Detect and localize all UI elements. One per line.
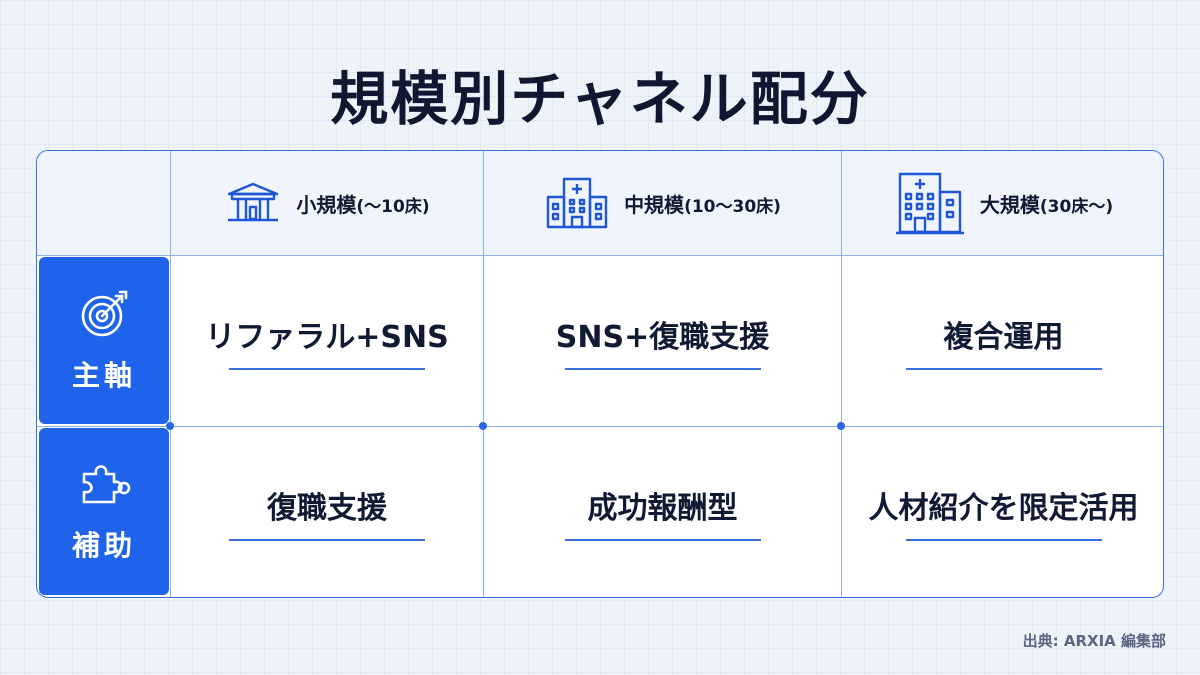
grid-dot bbox=[166, 422, 174, 430]
grid-dot bbox=[479, 422, 487, 430]
small-building-icon bbox=[224, 181, 282, 225]
column-header-label: 小規模 bbox=[296, 192, 357, 217]
cell-underline bbox=[564, 539, 761, 541]
source-credit: 出典: ARXIA 編集部 bbox=[1022, 632, 1166, 650]
channel-table: 小規模(〜10床) 中規模(10〜30床) bbox=[36, 150, 1164, 598]
table-cell: 人材紹介を限定活用 bbox=[842, 427, 1163, 597]
cell-value: 成功報酬型 bbox=[587, 491, 738, 527]
cell-value: 復職支援 bbox=[267, 491, 387, 527]
row-label-secondary: 補助 bbox=[39, 428, 169, 595]
column-header-medium: 中規模(10〜30床) bbox=[484, 151, 841, 255]
target-icon bbox=[78, 288, 130, 340]
cell-underline bbox=[564, 368, 761, 370]
cell-underline bbox=[229, 368, 425, 370]
grid-dot bbox=[837, 422, 845, 430]
row-label-primary: 主軸 bbox=[39, 257, 169, 424]
column-header-large: 大規模(30床〜) bbox=[842, 151, 1163, 255]
table-cell: 復職支援 bbox=[171, 427, 483, 597]
puzzle-icon bbox=[76, 460, 132, 510]
column-header-small: 小規模(〜10床) bbox=[171, 151, 483, 255]
cell-underline bbox=[229, 539, 425, 541]
grid-line bbox=[37, 426, 1163, 427]
hospital-icon bbox=[544, 175, 610, 231]
grid-line bbox=[841, 151, 842, 597]
column-header-sub: (10〜30床) bbox=[684, 196, 781, 217]
grid-line bbox=[37, 255, 1163, 256]
large-hospital-icon bbox=[894, 170, 966, 236]
row-label-text: 主軸 bbox=[71, 358, 136, 392]
cell-underline bbox=[905, 539, 1102, 541]
grid-line bbox=[170, 151, 171, 597]
table-cell: 複合運用 bbox=[842, 256, 1163, 426]
page-title: 規模別チャネル配分 bbox=[330, 65, 870, 133]
column-header-label: 中規模 bbox=[624, 192, 685, 217]
table-cell: リファラル+SNS bbox=[171, 256, 483, 426]
row-label-text: 補助 bbox=[71, 528, 136, 562]
grid-line bbox=[483, 151, 484, 597]
cell-value: 人材紹介を限定活用 bbox=[868, 491, 1139, 527]
cell-underline bbox=[905, 368, 1102, 370]
table-cell: 成功報酬型 bbox=[484, 427, 841, 597]
column-header-label: 大規模 bbox=[979, 192, 1040, 217]
column-header-sub: (〜10床) bbox=[356, 196, 430, 217]
column-header-sub: (30床〜) bbox=[1039, 196, 1114, 217]
cell-value: 複合運用 bbox=[943, 320, 1064, 356]
table-cell: SNS+復職支援 bbox=[484, 256, 841, 426]
cell-value: SNS+復職支援 bbox=[555, 320, 770, 356]
cell-value: リファラル+SNS bbox=[205, 320, 449, 356]
